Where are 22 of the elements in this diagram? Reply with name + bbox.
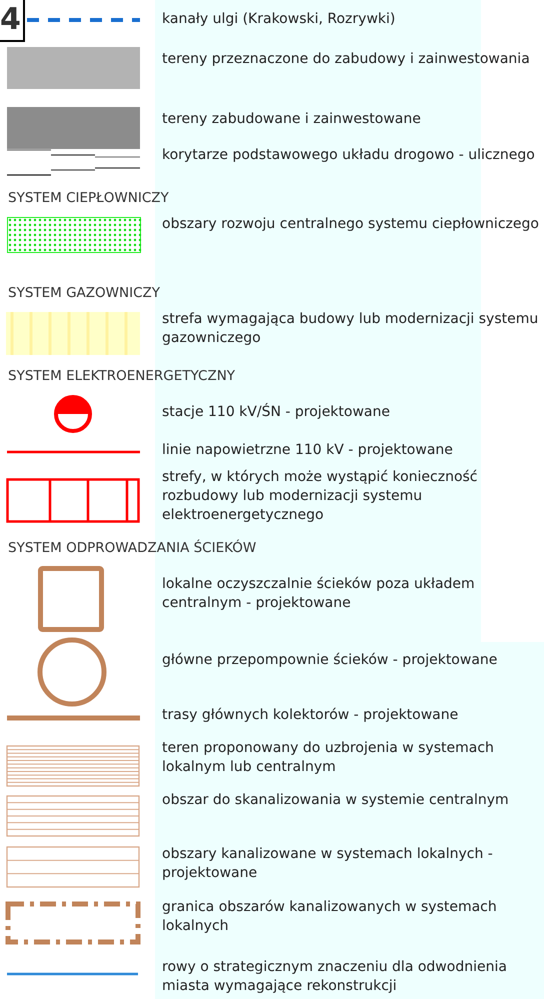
legend-text: obszar do skanalizowania w systemie centralnym [162,791,510,810]
section-heading: SYSTEM ELEKTROENERGETYCZNY [8,368,236,384]
legend-text: korytarze podstawowego układu drogowo - ulicznego [162,146,536,165]
legend-text: główne przepompownie ścieków - projektowane [162,651,498,670]
legend-text: granica obszarów kanalizowanych w systemach lokalnych [162,898,498,936]
legend-text: kanały ulgi (Krakowski, Rozrywki) [162,10,396,29]
legend-text: obszary rozwoju centralnego systemu ciepłowniczego [162,215,540,234]
legend-text: teren proponowany do uzbrojenia w systemach lokalnym lub centralnym [162,739,495,777]
section-heading: SYSTEM CIEPŁOWNICZY [8,190,169,206]
legend-text: trasy głównych kolektorów - projektowane [162,706,460,725]
section-heading: SYSTEM GAZOWNICZY [8,285,160,301]
map-number: 4 [0,0,25,42]
legend-text: stacje 110 kV/ŚN - projektowane [162,403,391,422]
legend-text: obszary kanalizowane w systemach lokalnych - projektowane [162,845,494,883]
legend-text: strefy, w których może wystąpić konieczność rozbudowy lub modernizacji systemu elektroenergetycznego [162,468,478,525]
legend-text: tereny zabudowane i zainwestowane [162,110,422,129]
legend-text: linie napowietrzne 110 kV - projektowane [162,441,454,460]
legend-text: rowy o strategicznym znaczeniu dla odwodnienia miasta wymagające rekonstrukcji [162,958,508,996]
legend-text: lokalne oczyszczalnie ścieków poza układem centralnym - projektowane [162,575,476,613]
legend-text: strefa wymagająca budowy lub modernizacji systemu gazowniczego [162,310,540,348]
section-heading: SYSTEM ODPROWADZANIA ŚCIEKÓW [8,540,256,556]
legend-text: tereny przeznaczone do zabudowy i zainwestowania [162,50,531,69]
